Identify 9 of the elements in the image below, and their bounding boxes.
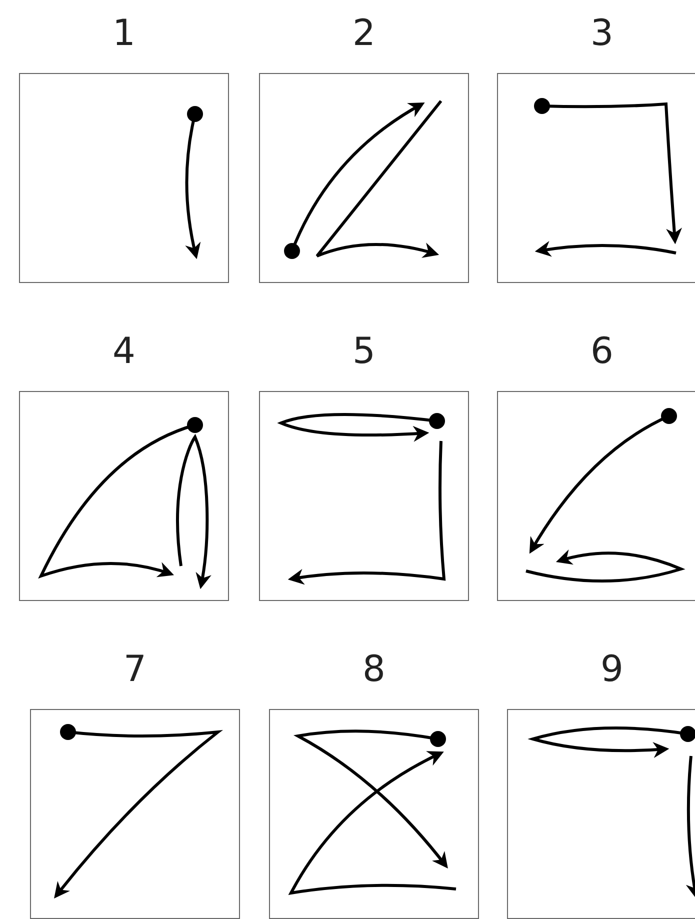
panel-number: 9	[600, 648, 624, 692]
panel-number: 2	[352, 12, 376, 56]
panel-number: 3	[590, 12, 614, 56]
panel-number: 5	[352, 330, 376, 374]
panel-number: 1	[112, 12, 136, 56]
panel-number: 6	[590, 330, 614, 374]
panel-number: 7	[122, 648, 148, 692]
panel-number: 8	[362, 648, 386, 692]
panel-number: 4	[112, 330, 136, 374]
